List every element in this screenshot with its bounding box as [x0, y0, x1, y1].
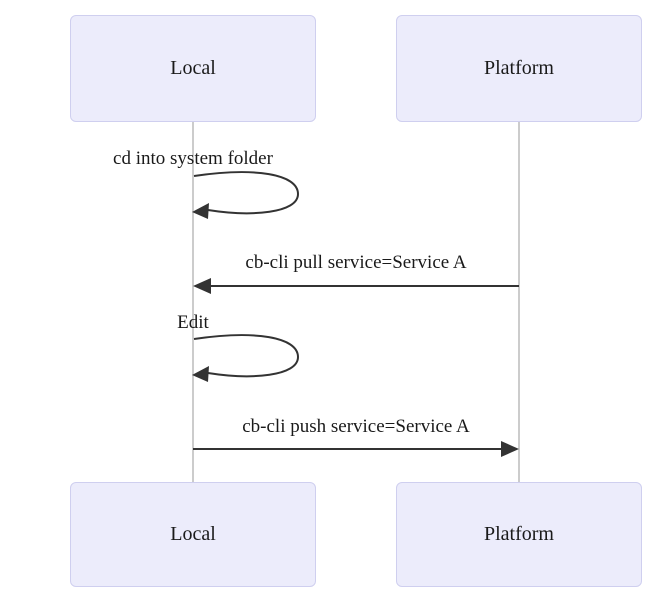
self-loop-edit-arrowhead	[192, 366, 209, 382]
pull-arrowhead	[193, 278, 211, 294]
actor-label-platform-bottom: Platform	[484, 523, 554, 545]
actor-label-local-bottom: Local	[170, 523, 216, 545]
actor-box-platform-bottom: Platform	[396, 482, 642, 587]
actor-label-platform-top: Platform	[484, 57, 554, 79]
message-label-cb-cli-pull: cb-cli pull service=Service A	[245, 252, 467, 273]
actor-box-platform-top: Platform	[396, 15, 642, 122]
self-loop-cd-arrowhead	[192, 203, 209, 219]
actor-box-local-top: Local	[70, 15, 316, 122]
push-arrowhead	[501, 441, 519, 457]
self-loop-cd-arrow	[193, 171, 300, 215]
actor-label-local-top: Local	[170, 57, 216, 79]
actor-box-local-bottom: Local	[70, 482, 316, 587]
message-label-cd-into-system-folder: cd into system folder	[113, 148, 273, 169]
message-label-cb-cli-push: cb-cli push service=Service A	[242, 416, 470, 437]
self-loop-edit-arrow	[193, 334, 300, 378]
message-label-edit: Edit	[177, 312, 209, 333]
